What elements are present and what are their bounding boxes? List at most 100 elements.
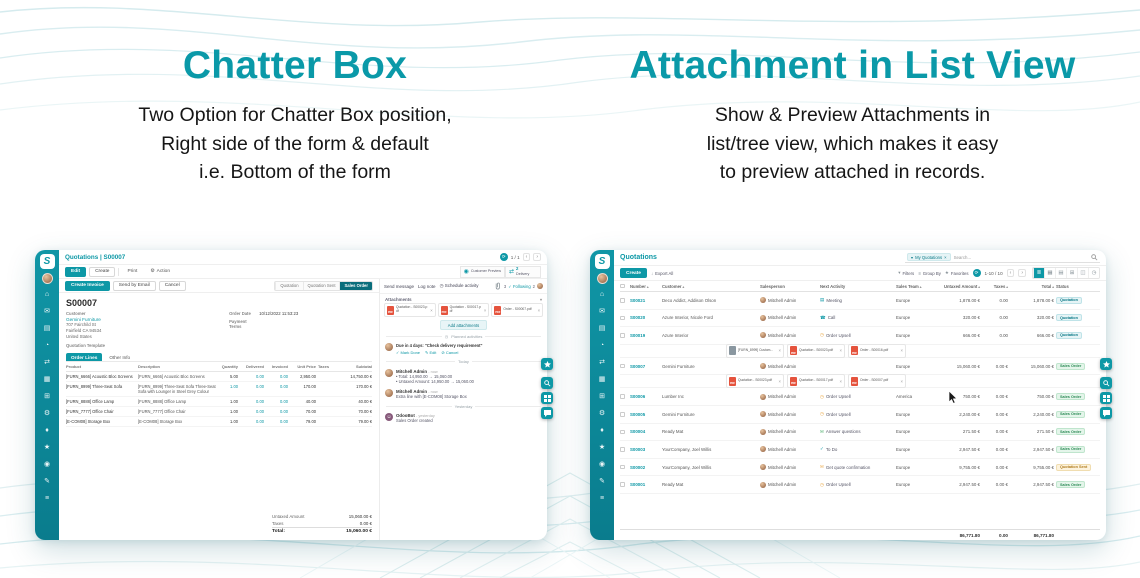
close-icon[interactable]: × [430, 307, 433, 313]
purchase-icon[interactable]: ♦ [45, 427, 49, 434]
cell-next-activity[interactable]: ◷Order Upsell [820, 482, 894, 488]
log-note-button[interactable]: Log note [418, 283, 436, 289]
list-view-button[interactable]: ≣ [1033, 268, 1044, 278]
action-button[interactable]: ⚙Action [145, 268, 175, 276]
chat-dock-button[interactable] [1100, 407, 1112, 419]
send-by-email-button[interactable]: Send by Email [112, 280, 156, 291]
attachments-header[interactable]: Attachments ▾ [380, 294, 547, 303]
calendar-icon[interactable]: ▤ [598, 325, 606, 332]
favorites-icon[interactable]: ★ [43, 444, 51, 451]
cell-next-activity[interactable]: ✉Answer questions [820, 429, 894, 435]
apps-menu-icon[interactable]: ≡ [599, 495, 605, 502]
favorites-icon[interactable]: ★ [598, 444, 606, 451]
notes-icon[interactable]: ✎ [599, 478, 605, 485]
edit-activity-button[interactable]: ✎ Edit [425, 349, 437, 355]
close-icon[interactable]: × [900, 378, 903, 384]
row-checkbox[interactable] [620, 464, 625, 470]
col-status[interactable]: Status [1056, 283, 1069, 289]
invoicing-icon[interactable]: ⊞ [44, 393, 50, 400]
app-logo[interactable]: S [39, 254, 55, 269]
col-unit-price[interactable]: Unit Price [297, 364, 316, 370]
table-row[interactable]: S00019 Azure Interior Mitchell Admin ◷Or… [620, 327, 1100, 345]
customer-preview-button[interactable]: ◉Customer Preview [459, 265, 505, 278]
col-number[interactable]: Number▴ [630, 283, 649, 289]
send-message-button[interactable]: Send message [384, 283, 415, 289]
close-icon[interactable]: × [483, 307, 487, 313]
notes-icon[interactable]: ✎ [44, 478, 50, 485]
star-dock-button[interactable] [1100, 358, 1112, 370]
attachment-chip[interactable]: [FURN_8999] Custom...× [726, 343, 784, 358]
order-line-row[interactable]: [FURN_7777] Office Chair [FURN_7777] Off… [66, 407, 372, 418]
close-icon[interactable]: × [537, 307, 541, 313]
sales-icon[interactable]: ⇄ [44, 359, 50, 366]
follower-avatar[interactable] [537, 283, 543, 289]
table-row[interactable]: S00006 Lumber Inc Mitchell Admin ◷Order … [620, 388, 1100, 406]
add-attachments-button[interactable]: Add attachments [439, 320, 488, 330]
order-line-row[interactable]: [FURN_8999] Three-Seat Sofa [FURN_8999] … [66, 382, 372, 398]
home-icon[interactable]: ⌂ [44, 291, 50, 298]
close-icon[interactable]: × [778, 348, 781, 354]
home-icon[interactable]: ⌂ [599, 291, 605, 298]
create-button[interactable]: Create [89, 266, 116, 277]
pivot-view-button[interactable]: ⊞ [1066, 268, 1077, 278]
search-dock-button[interactable] [541, 377, 553, 389]
inventory-icon[interactable]: ▦ [43, 376, 51, 383]
col-invoiced[interactable]: Invoiced [271, 364, 288, 370]
col-taxes[interactable]: Taxes▴ [993, 283, 1008, 289]
create-invoice-button[interactable]: Create Invoice [65, 280, 110, 291]
calendar-view-button[interactable]: ▤ [1055, 268, 1066, 278]
table-row[interactable]: S00021 Deco Addict, Addison Olson Mitche… [620, 292, 1100, 310]
settings-icon[interactable]: ⚙ [598, 410, 606, 417]
create-button[interactable]: Create [620, 268, 647, 278]
col-salesperson[interactable]: Salesperson [760, 283, 785, 289]
filters-button[interactable]: ▾Filters [898, 270, 914, 276]
col-delivered[interactable]: Delivered [245, 364, 264, 370]
cell-next-activity[interactable]: ▤Meeting [820, 297, 894, 303]
row-checkbox[interactable] [620, 394, 625, 399]
col-subtotal[interactable]: Subtotal [356, 364, 372, 370]
close-icon[interactable]: × [839, 378, 842, 384]
calendar-icon[interactable]: ▤ [43, 325, 51, 332]
cell-next-activity[interactable]: ◷Order Upsell [820, 394, 894, 400]
chat-dock-button[interactable] [541, 407, 553, 419]
favorites-button[interactable]: ★Favorites [945, 270, 969, 276]
pager-prev-button[interactable]: ‹ [1006, 269, 1015, 277]
following-button[interactable]: ✓ Following [508, 283, 531, 289]
pager-prev-button[interactable]: ‹ [522, 253, 531, 261]
search-facet[interactable]: ▾My Quotations× [907, 253, 951, 261]
activity-view-button[interactable]: ◷ [1088, 268, 1099, 278]
table-row[interactable]: S00002 YourCompany, Joel Willis Mitchell… [620, 459, 1100, 477]
crm-icon[interactable]: ◔ [44, 342, 50, 349]
cancel-activity-button[interactable]: ⊘ Cancel [441, 349, 459, 355]
cell-next-activity[interactable]: ◷Order Upsell [820, 332, 894, 338]
status-sales-order[interactable]: Sales Order [339, 281, 372, 290]
order-line-row[interactable]: [FURN_6666] Acoustic Bloc Screens [FURN_… [66, 372, 372, 383]
search-dock-button[interactable] [1100, 377, 1112, 389]
sales-icon[interactable]: ⇄ [599, 359, 605, 366]
refresh-icon[interactable]: ⟳ [499, 253, 508, 261]
print-button[interactable]: Print [127, 269, 138, 274]
invoicing-icon[interactable]: ⊞ [599, 393, 605, 400]
col-total[interactable]: Total▴ [1041, 283, 1054, 289]
row-checkbox[interactable] [620, 482, 625, 487]
mark-done-button[interactable]: ✓ Mark Done [396, 349, 421, 355]
customer-link[interactable]: Gemini Furniture [66, 317, 101, 322]
user-avatar[interactable] [596, 273, 608, 284]
crm-icon[interactable]: ◔ [599, 342, 605, 349]
table-row[interactable]: S00020 Azure Interior, Nicole Ford Mitch… [620, 310, 1100, 328]
col-description[interactable]: Description [138, 364, 161, 370]
col-sales-team[interactable]: Sales Team▴ [896, 283, 922, 289]
col-next-activity[interactable]: Next Activity [820, 283, 846, 289]
col-customer[interactable]: Customer▴ [662, 283, 685, 289]
inventory-icon[interactable]: ▦ [598, 376, 606, 383]
table-row[interactable]: S00004 Ready Mat Mitchell Admin ✉Answer … [620, 424, 1100, 442]
cell-next-activity[interactable]: ✓To Do [820, 446, 894, 452]
